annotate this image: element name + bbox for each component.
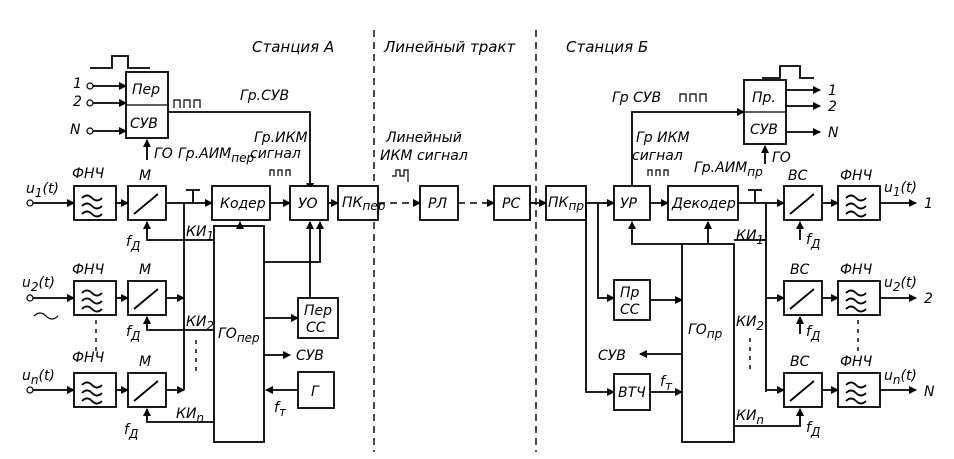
- input-label-2: 2: [73, 94, 82, 110]
- output-label-1: 1: [828, 83, 837, 99]
- svg-text:u2(t): u2(t): [884, 275, 917, 294]
- gr-aim-label-a: Гр.АИМпер: [178, 146, 254, 165]
- pk-pr-block: [545, 185, 587, 221]
- pulse-waveform-a: [90, 55, 150, 69]
- g-block: [297, 371, 335, 409]
- go-label-b: ГО: [772, 150, 791, 166]
- per-suv-block: Пер СУВ: [125, 71, 169, 139]
- input-label-n: N: [70, 122, 81, 138]
- svg-text:ГОпер: ГОпер: [218, 326, 260, 345]
- svg-text:ВТЧ: ВТЧ: [618, 385, 646, 401]
- svg-text:РС: РС: [502, 196, 520, 212]
- svg-text:Г: Г: [311, 384, 320, 400]
- svg-text:УО: УО: [298, 196, 318, 212]
- gr-ikm-label-a1: Гр.ИКМ: [254, 130, 308, 146]
- svg-text:Кодер: Кодер: [220, 196, 266, 212]
- signal-label-a-n: un(t): [22, 368, 55, 387]
- go-label-a: ГО: [154, 146, 173, 162]
- svg-text:СС: СС: [306, 320, 326, 336]
- lpf-label-a-1: ФНЧ: [72, 166, 105, 182]
- sine-wave-icon: [33, 312, 59, 320]
- linear-ikm-label1: Линейный: [385, 130, 462, 146]
- svg-text:fД: fД: [806, 232, 820, 251]
- svg-text:Пр: Пр: [620, 285, 640, 301]
- input-label-1: 1: [73, 76, 82, 92]
- pk-per-block: [337, 185, 379, 221]
- svg-text:1: 1: [924, 196, 933, 212]
- suv-out-b: СУВ: [598, 348, 626, 364]
- mod-label-a-2: М: [139, 262, 151, 278]
- suv-out-a: СУВ: [296, 348, 324, 364]
- go-per-block: [213, 225, 265, 443]
- ur-block: [613, 185, 651, 221]
- svg-text:КИn: КИn: [736, 408, 764, 427]
- svg-text:ГОпр: ГОпр: [688, 322, 723, 341]
- svg-text:ФНЧ: ФНЧ: [72, 350, 105, 366]
- svg-text:ПКпр: ПКпр: [548, 195, 584, 213]
- svg-text:ВС: ВС: [790, 354, 810, 370]
- svg-text:ФНЧ: ФНЧ: [840, 168, 873, 184]
- gr-ikm-label-b1: Гр ИКМ: [636, 130, 690, 146]
- station-a-title: Станция А: [252, 38, 334, 56]
- svg-text:fД: fД: [126, 324, 140, 343]
- signal-label-a-2: u2(t): [22, 275, 55, 294]
- svg-text:2: 2: [924, 291, 933, 307]
- svg-text:М: М: [139, 354, 151, 370]
- gr-suv-label-a: Гр.СУВ: [240, 88, 289, 104]
- uo-block: [289, 185, 329, 221]
- svg-text:ФНЧ: ФНЧ: [840, 354, 873, 370]
- svg-text:Пр.: Пр.: [752, 90, 776, 106]
- svg-text:КИn: КИn: [176, 406, 204, 425]
- svg-text:КИ2: КИ2: [186, 314, 214, 333]
- svg-text:РЛ: РЛ: [428, 196, 447, 212]
- svg-text:Пер: Пер: [304, 303, 332, 319]
- output-label-n: N: [828, 125, 839, 141]
- svg-text:un(t): un(t): [884, 368, 917, 387]
- svg-text:fД: fД: [806, 324, 820, 343]
- ki-label-a-1: КИ1: [186, 224, 214, 243]
- vtch-block: [613, 373, 651, 411]
- per-ss-block: [297, 297, 339, 339]
- gr-aim-label-b: Гр.АИМпр: [694, 160, 763, 179]
- svg-text:fт: fт: [660, 374, 673, 393]
- svg-text:ФНЧ: ФНЧ: [840, 262, 873, 278]
- svg-text:Декодер: Декодер: [671, 196, 736, 212]
- svg-text:КИ2: КИ2: [736, 314, 764, 333]
- fd-label-a-1: fД: [126, 234, 140, 253]
- svg-text:Пер: Пер: [132, 82, 160, 98]
- svg-text:N: N: [924, 384, 935, 400]
- lpf-label-a-2: ФНЧ: [72, 262, 105, 278]
- station-b-title: Станция Б: [566, 38, 648, 56]
- rs-block: [493, 185, 531, 221]
- pr-suv-block: Пр. СУВ: [743, 79, 787, 145]
- gr-ikm-label-b2: сигнал: [632, 148, 683, 164]
- signal-label-a-1: u1(t): [26, 181, 59, 200]
- gr-suv-label-b: Гр СУВ: [612, 90, 661, 106]
- rl-block: [419, 185, 459, 221]
- line-path-title: Линейный тракт: [383, 38, 516, 56]
- gr-ikm-label-a2: сигнал: [250, 146, 301, 162]
- lpf-block-b-1: [837, 185, 881, 221]
- svg-text:СУВ: СУВ: [750, 122, 778, 138]
- svg-text:СУВ: СУВ: [130, 116, 158, 132]
- pulse-waveform-b: [762, 65, 814, 79]
- go-pr-block: [681, 243, 735, 443]
- svg-text:fД: fД: [124, 422, 138, 441]
- linear-ikm-label2: ИКМ сигнал: [380, 148, 468, 164]
- svg-text:КИ1: КИ1: [736, 228, 764, 247]
- svg-text:ВС: ВС: [788, 168, 808, 184]
- svg-text:УР: УР: [620, 196, 638, 212]
- pr-ss-block: [613, 279, 651, 321]
- lpf-block-a-1: [73, 185, 117, 221]
- output-label-2: 2: [828, 99, 837, 115]
- svg-text:fт: fт: [274, 400, 287, 419]
- svg-text:fД: fД: [806, 420, 820, 439]
- svg-text:u1(t): u1(t): [884, 180, 917, 199]
- pulses-suv-a: [173, 99, 201, 108]
- mod-label-a-1: М: [139, 168, 151, 184]
- svg-text:СС: СС: [620, 302, 640, 318]
- svg-text:ВС: ВС: [790, 262, 810, 278]
